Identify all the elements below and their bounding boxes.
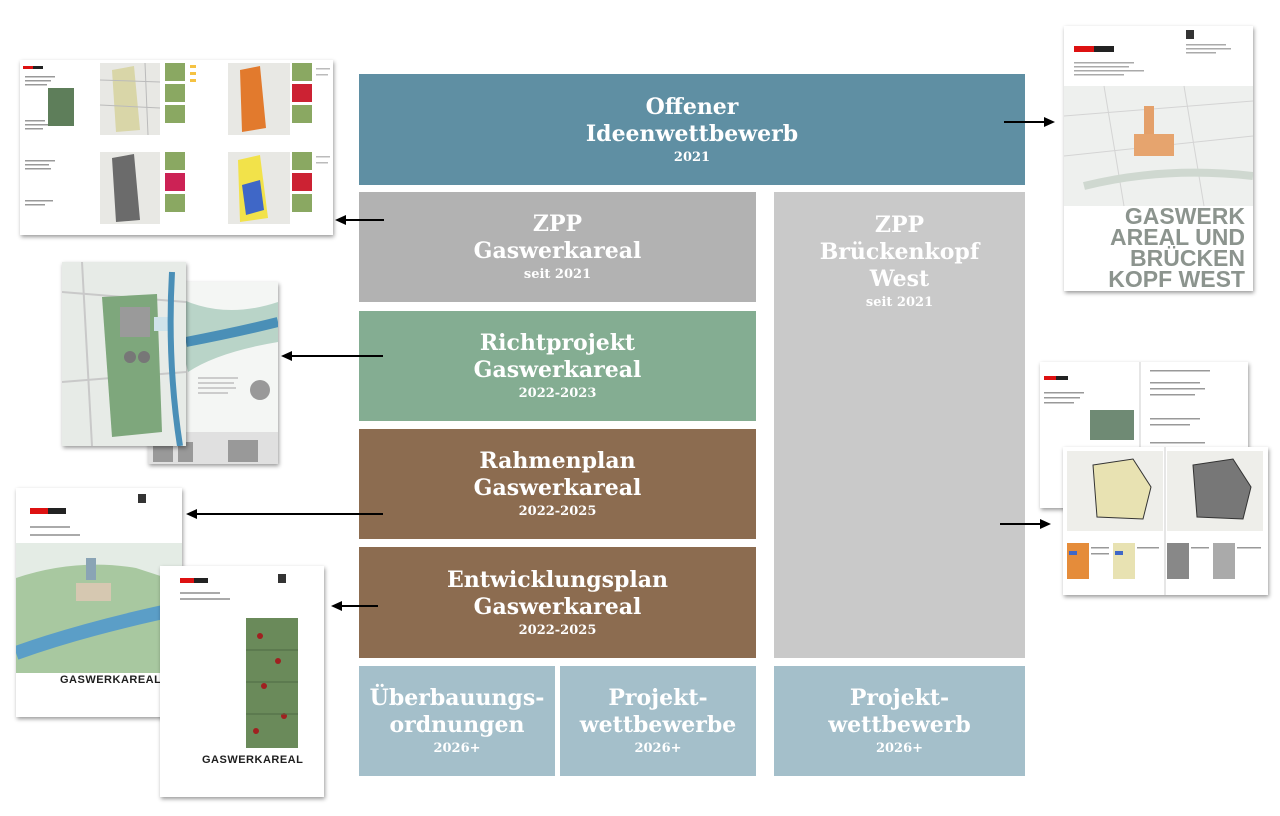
entwicklungsplan-label: GASWERKAREAL xyxy=(202,754,304,766)
arrow-to-richtprojekt-doc xyxy=(281,351,383,361)
box-year: 2022-2025 xyxy=(518,504,597,519)
box-projektwettbewerbe: Projekt- wettbewerbe 2026+ xyxy=(560,666,756,776)
box-year: 2022-2025 xyxy=(518,622,597,638)
box-title: Entwicklungsplan Gaswerkareal xyxy=(447,566,668,620)
zpp-gaswerkareal-plan-thumbnail xyxy=(20,60,333,235)
rahmenplan-label: GASWERKAREAL xyxy=(60,674,162,686)
richtprojekt-sheet-front xyxy=(62,262,186,446)
arrow-to-entwicklungsplan-doc xyxy=(331,601,378,611)
box-offener-ideenwettbewerb: Offener Ideenwettbewerb 2021 xyxy=(359,74,1025,185)
ideenwettbewerb-report-title: GASWERK AREAL UND BRÜCKEN KOPF WEST xyxy=(1108,203,1245,291)
box-year: 2026+ xyxy=(634,741,682,756)
box-title: Überbauungs- ordnungen xyxy=(369,685,545,738)
box-ueberbauungsordnungen: Überbauungs- ordnungen 2026+ xyxy=(359,666,555,776)
box-richtprojekt: Richtprojekt Gaswerkareal 2022-2023 xyxy=(359,311,756,421)
box-zpp-gaswerkareal: ZPP Gaswerkareal seit 2021 xyxy=(359,192,756,302)
box-year: 2026+ xyxy=(875,741,924,756)
arrow-to-rahmenplan-doc xyxy=(186,509,383,519)
box-rahmenplan: Rahmenplan Gaswerkareal 2022-2025 xyxy=(359,429,756,539)
arrow-to-zpp-bk-plan xyxy=(1000,519,1051,529)
arrow-to-zpp-plan xyxy=(335,215,384,225)
rahmenplan-report-thumbnail: GASWERKAREAL xyxy=(16,488,182,717)
box-title: Rahmenplan Gaswerkareal xyxy=(473,448,642,501)
zpp-brueckenkopf-plan-sheet xyxy=(1063,447,1268,595)
box-year: 2026+ xyxy=(433,741,481,756)
ideenwettbewerb-report-thumbnail: GASWERK AREAL UND BRÜCKEN KOPF WEST xyxy=(1064,26,1253,291)
box-year: 2022-2023 xyxy=(518,386,597,401)
arrow-to-ideen-report xyxy=(1004,117,1055,127)
box-year: seit 2021 xyxy=(865,295,934,310)
box-title: Projekt- wettbewerb xyxy=(828,685,971,738)
box-year: 2021 xyxy=(673,149,711,165)
box-title: ZPP Brückenkopf West xyxy=(819,212,980,292)
box-title: Projekt- wettbewerbe xyxy=(579,685,737,738)
box-title: ZPP Gaswerkareal xyxy=(473,211,642,264)
box-projektwettbewerb-bk: Projekt- wettbewerb 2026+ xyxy=(774,666,1025,776)
box-entwicklungsplan: Entwicklungsplan Gaswerkareal 2022-2025 xyxy=(359,547,756,658)
zpp-plan-drawing xyxy=(23,62,330,224)
box-year: seit 2021 xyxy=(523,267,592,282)
entwicklungsplan-report-thumbnail: GASWERKAREAL xyxy=(160,566,324,797)
box-zpp-brueckenkopf-west: ZPP Brückenkopf West seit 2021 xyxy=(774,192,1025,658)
box-title: Richtprojekt Gaswerkareal xyxy=(473,330,642,383)
box-title: Offener Ideenwettbewerb xyxy=(585,93,799,147)
